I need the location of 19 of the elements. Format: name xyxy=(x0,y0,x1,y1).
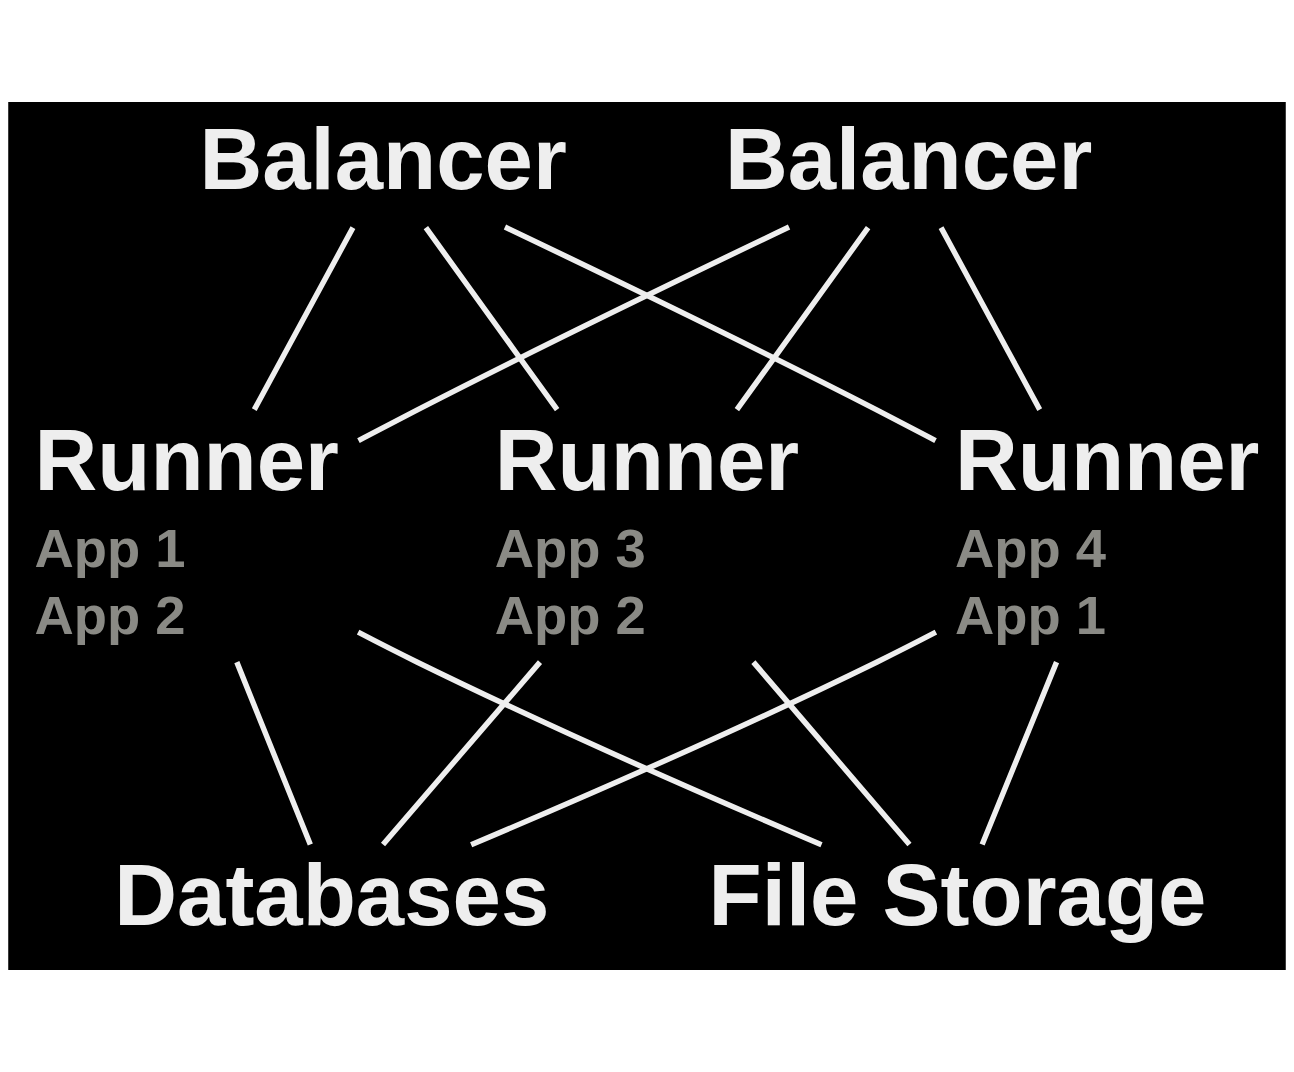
connector xyxy=(503,224,937,443)
node-text: Databases xyxy=(114,845,550,943)
connector xyxy=(470,629,938,848)
connector xyxy=(751,660,912,847)
node-text: File Storage xyxy=(708,845,1207,943)
connector xyxy=(356,629,823,848)
connector xyxy=(357,224,791,443)
connector xyxy=(251,226,356,411)
node-text: Balancer xyxy=(724,109,1093,207)
connector xyxy=(979,661,1060,846)
connector xyxy=(234,661,313,846)
node-text: Runner App 4 App 1 xyxy=(955,410,1260,646)
connector xyxy=(380,660,543,847)
node-text: Balancer xyxy=(199,109,567,207)
connector xyxy=(938,226,1043,411)
node-text: Runner App 1 App 2 xyxy=(34,410,339,646)
connector xyxy=(734,226,871,412)
node-text: Runner App 3 App 2 xyxy=(494,410,800,646)
connector xyxy=(423,226,560,412)
